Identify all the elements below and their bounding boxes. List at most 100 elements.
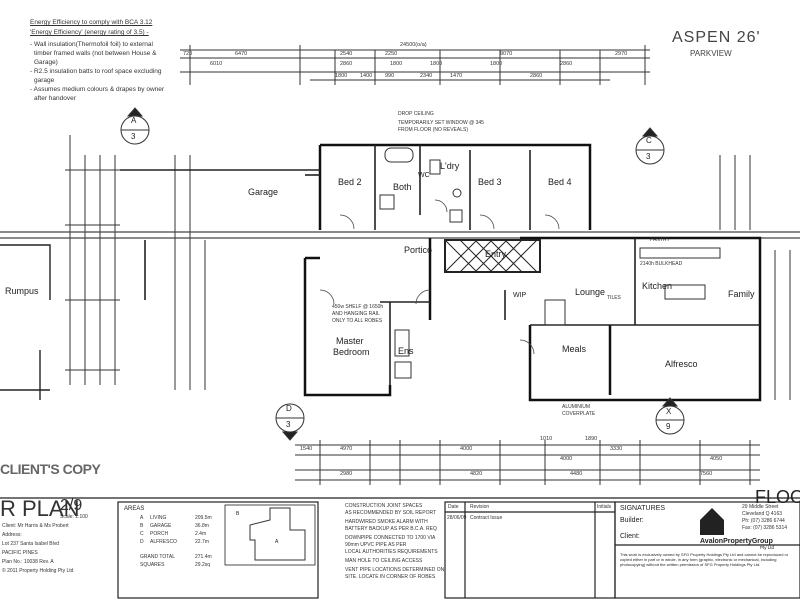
window-note-2: FROM FLOOR (NO REVEALS) xyxy=(398,127,469,133)
room-wip: WIP xyxy=(513,292,527,299)
room-bed3: Bed 3 xyxy=(478,177,502,187)
energy-note-1: - Wall insulation(Thermofoil foil) to ex… xyxy=(30,41,153,48)
area-value: 209.5m xyxy=(195,515,212,521)
section-callout-d-sheet: 3 xyxy=(286,420,291,429)
plan-label: R PLAN xyxy=(0,496,80,521)
room-bed4: Bed 4 xyxy=(548,177,572,187)
top-dim: 1800 xyxy=(335,73,348,79)
bottom-dim: 4000 xyxy=(560,456,573,462)
construction-note: BATTERY BACKUP AS PER B.C.A. REQ xyxy=(345,526,437,532)
top-dim: 1800 xyxy=(490,61,503,67)
grand-total-label: GRAND TOTAL xyxy=(140,554,176,560)
bottom-dim: 4480 xyxy=(570,471,583,477)
company-address: Cleveland Q 4163 xyxy=(742,511,783,517)
room-alfresco: Alfresco xyxy=(665,359,698,369)
area-key: C xyxy=(140,531,144,537)
energy-note-4: - R2.5 insulation batts to roof space ex… xyxy=(30,68,162,75)
section-callout-x-sheet: 9 xyxy=(666,422,671,431)
client-info-6: © 2011 Property Holding Pty Ltd xyxy=(2,568,74,574)
scale-label: Scale: 1:100 xyxy=(60,514,88,520)
bottom-dim: 1890 xyxy=(585,436,598,442)
room-wc: WC xyxy=(418,172,430,179)
bottom-dim: 7560 xyxy=(700,471,713,477)
top-dim: 990 xyxy=(385,73,395,79)
bottom-dim: 4820 xyxy=(470,471,483,477)
rev-header-date: Date xyxy=(448,504,459,510)
top-dim: 720 xyxy=(183,51,193,57)
plan-title: ASPEN 26' xyxy=(672,29,761,46)
shelf-note: 450w SHELF @ 1650h xyxy=(332,304,384,310)
coverplate-label: COVERPLATE xyxy=(562,411,596,417)
floor-label: FLOOR xyxy=(755,487,800,507)
company-suffix: Pty Ltd xyxy=(760,545,775,550)
room-master: Master xyxy=(336,336,364,346)
construction-note: LOCAL AUTHORITIES REQUIREMENTS xyxy=(345,549,438,555)
shelf-note-3: ONLY TO ALL ROBES xyxy=(332,318,383,324)
top-dim: 2860 xyxy=(340,61,353,67)
bottom-dim: 1010 xyxy=(540,436,553,442)
energy-note-7: after handover xyxy=(34,95,76,102)
top-dim: 1470 xyxy=(450,73,463,79)
energy-note-6: - Assumes medium colours & drapes by own… xyxy=(30,86,165,93)
room-kitchen: Kitchen xyxy=(642,281,673,291)
builder-label: Builder: xyxy=(620,517,644,524)
room-laundry: L'dry xyxy=(440,161,460,171)
top-dim: 1800 xyxy=(430,61,443,67)
aluminium-label: ALUMINIUM xyxy=(562,404,591,410)
bottom-dim: 4000 xyxy=(460,446,473,452)
construction-note: DOWNPIPE CONNECTED TO 1700 VIA xyxy=(345,535,436,541)
area-key: D xyxy=(140,539,144,545)
room-portico: Portico xyxy=(404,245,433,255)
tiles-label: TILES xyxy=(607,295,621,301)
copyright-notice: This work is exclusively owned by SFG Pr… xyxy=(620,552,789,567)
area-value: 2.4m xyxy=(195,531,207,537)
rev-header-revision: Revision xyxy=(470,504,490,510)
area-value: 22.7m xyxy=(195,539,209,545)
shelf-note-2: AND HANGING RAIL xyxy=(332,311,380,317)
client-info-2: Address: xyxy=(2,532,22,538)
section-callout-c: C xyxy=(646,136,652,145)
bottom-dim: 4050 xyxy=(710,456,723,462)
rev-date: 28/06/09 xyxy=(447,515,467,521)
pantry-label: PANTRY xyxy=(650,237,670,243)
top-dim: 2250 xyxy=(385,51,398,57)
area-key: A xyxy=(140,515,144,521)
areas-heading: AREAS xyxy=(124,506,145,512)
area-label: GARAGE xyxy=(150,523,172,529)
energy-rating: 'Energy Efficiency' (energy rating of 3.… xyxy=(30,29,149,36)
construction-note: CONSTRUCTION JOINT SPACES xyxy=(345,503,423,509)
thumb-label-a: A xyxy=(275,539,279,545)
thumb-label-b: B xyxy=(236,511,240,517)
squares-label: SQUARES xyxy=(140,562,165,568)
construction-note: AS RECOMMENDED BY SOIL REPORT xyxy=(345,510,437,516)
overall-dimension: 24500(o/a) xyxy=(400,42,427,48)
drop-ceiling-note: DROP CEILING xyxy=(398,111,434,117)
bottom-dim: 1540 xyxy=(300,446,313,452)
clients-copy-stamp: CLIENT'S COPY xyxy=(0,461,101,477)
energy-heading: Energy Efficiency to comply with BCA 3.1… xyxy=(30,19,153,26)
client-info-3: Lot 237 Santa Isabel Blvd xyxy=(2,541,59,547)
section-callout-x: X xyxy=(666,407,672,416)
area-label: ALFRESCO xyxy=(150,539,177,545)
company-address: 29 Middle Street xyxy=(742,504,779,510)
rev-header-initials: Initials xyxy=(597,504,612,510)
grand-total-value: 271.4m xyxy=(195,554,212,560)
top-dim: 6010 xyxy=(210,61,223,67)
area-label: PORCH xyxy=(150,531,169,537)
room-lounge: Lounge xyxy=(575,287,606,297)
section-callout-a-sheet: 3 xyxy=(131,132,136,141)
client-label: Client: xyxy=(620,533,640,540)
top-dim: 2540 xyxy=(340,51,353,57)
energy-note-2: timber framed walls (not between House & xyxy=(34,50,157,57)
bottom-dim: 3330 xyxy=(610,446,623,452)
area-key: B xyxy=(140,523,144,529)
construction-note: MAN HOLE TO CEILING ACCESS xyxy=(345,558,423,564)
top-dim: 1800 xyxy=(390,61,403,67)
top-dim: 6470 xyxy=(235,51,248,57)
company-name: AvalonPropertyGroup xyxy=(700,538,773,545)
top-dim: 2860 xyxy=(530,73,543,79)
energy-note-5: garage xyxy=(34,77,55,84)
top-dim: 1400 xyxy=(360,73,373,79)
